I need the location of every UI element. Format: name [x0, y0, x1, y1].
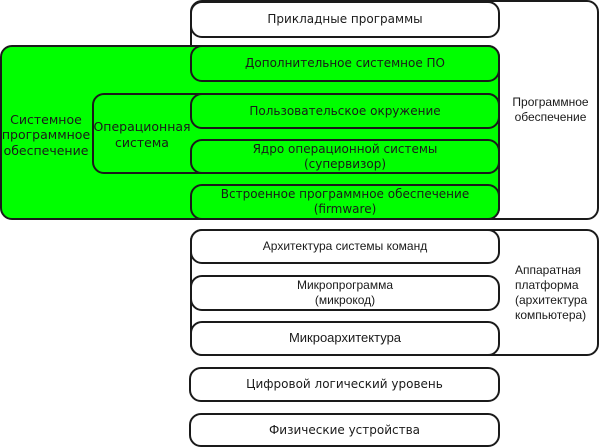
digital-logic-level-box [189, 367, 500, 402]
microarchitecture-box [190, 321, 500, 356]
physical-devices-box [189, 413, 500, 447]
firmware-label-line2: (firmware) [313, 202, 377, 216]
additional-system-software-box [190, 45, 500, 82]
software-group-label: Программное обеспечение [512, 95, 589, 124]
application-programs-box [190, 1, 500, 38]
hardware-label-line1: Аппаратная [515, 263, 582, 277]
additional-system-software-label: Дополнительное системное ПО [245, 56, 445, 70]
kernel-label-line1: Ядро операционной системы [252, 141, 438, 156]
kernel-label-line2: (супервизор) [303, 156, 387, 171]
firmware-label-line1: Встроенное программное обеспечение [220, 187, 470, 201]
hardware-label-line3: (архитектура [515, 293, 588, 307]
isa-box [190, 229, 500, 264]
system-software-group-label: Системное программное обеспечение [1, 111, 91, 158]
microprogram-label-line1: Микропрограмма [296, 278, 394, 292]
user-environment-label: Пользовательское окружение [249, 103, 441, 118]
application-programs-label: Прикладные программы [267, 12, 423, 26]
firmware-box [190, 184, 500, 220]
microarchitecture-label: Микроархитектура [288, 330, 402, 346]
kernel-label: Ядро операционной системы (супервизор) [190, 139, 500, 174]
operating-system-group-label: Операционная система [93, 119, 191, 150]
kernel-box [190, 139, 500, 174]
hardware-platform-group-label: Аппаратная платформа (архитектура компью… [503, 258, 598, 328]
firmware-label: Встроенное программное обеспечение (firm… [190, 184, 500, 220]
isa-label: Архитектура системы команд [262, 239, 428, 253]
hardware-label-line4: компьютера) [515, 308, 587, 322]
digital-logic-level-label: Цифровой логический уровень [246, 377, 443, 391]
microprogram-box [190, 275, 500, 311]
user-environment-box [190, 93, 500, 129]
microprogram-label: Микропрограмма (микрокод) [190, 275, 500, 311]
hardware-label-line2: платформа [515, 278, 579, 292]
physical-devices-label: Физические устройства [268, 422, 421, 437]
microprogram-label-line2: (микрокод) [314, 293, 376, 307]
